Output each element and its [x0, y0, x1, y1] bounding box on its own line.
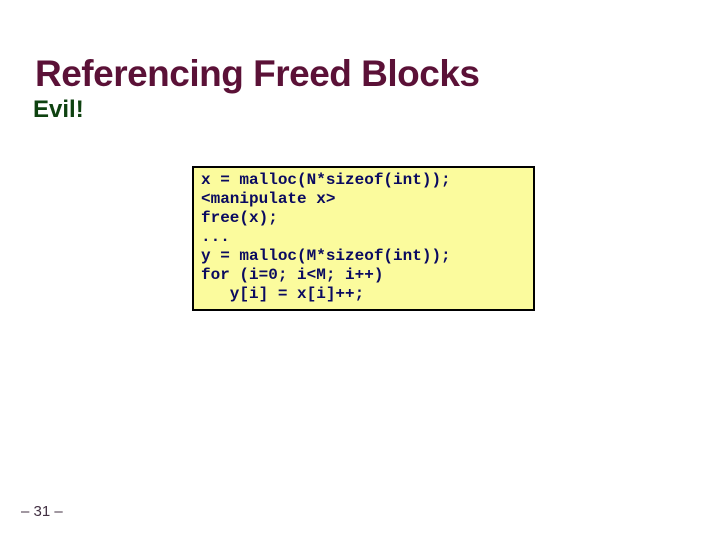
page-number: – 31 – — [21, 503, 63, 520]
evil-label: Evil! — [33, 96, 84, 123]
code-text: x = malloc(N*sizeof(int)); <manipulate x… — [201, 171, 451, 303]
code-block: x = malloc(N*sizeof(int)); <manipulate x… — [192, 166, 535, 311]
slide-title: Referencing Freed Blocks — [35, 52, 480, 94]
